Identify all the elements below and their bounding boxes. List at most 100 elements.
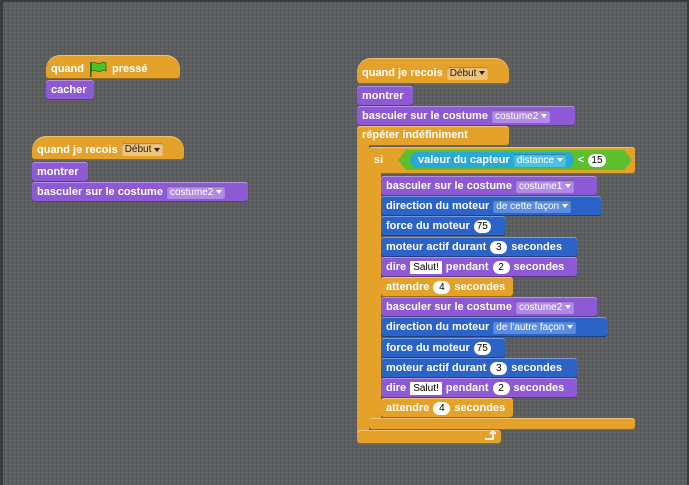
show-block[interactable]: montrer <box>357 86 413 106</box>
block-label: attendre <box>386 402 430 414</box>
hide-block[interactable]: cacher <box>46 80 94 100</box>
costume-value: costume1 <box>518 180 563 192</box>
message-value: Début <box>124 144 152 155</box>
unit-label: secondes <box>454 402 506 414</box>
block-label: dire <box>386 261 407 273</box>
block-label: direction du moteur <box>386 321 490 333</box>
direction-dropdown[interactable]: de cette façon <box>493 199 572 213</box>
block-label: moteur actif durant <box>386 241 487 253</box>
sensor-value-reporter[interactable]: valeur du capteur distance <box>410 152 574 168</box>
block-label: force du moteur <box>386 220 470 232</box>
sensor-value: distance <box>516 154 554 166</box>
unit-label: secondes <box>454 281 506 293</box>
message-dropdown[interactable]: Début <box>446 66 489 80</box>
switch-costume-block[interactable]: basculer sur le costume costume2 <box>357 106 575 126</box>
compare-value-input[interactable]: 15 <box>588 154 605 167</box>
chevron-down-icon <box>479 71 486 75</box>
hide-label: cacher <box>51 84 87 96</box>
when-i-receive-block[interactable]: quand je recois Début <box>357 58 509 84</box>
green-flag-icon <box>88 61 108 77</box>
seconds-value-input[interactable]: 2 <box>492 381 510 395</box>
when-flag-clicked-block[interactable]: quand pressé <box>46 55 180 79</box>
forever-top <box>357 126 509 146</box>
switch-costume-block[interactable]: basculer sur le costume costume2 <box>381 297 597 317</box>
chevron-down-icon <box>541 114 548 118</box>
sensor-label: valeur du capteur <box>418 154 510 166</box>
show-block[interactable]: montrer <box>32 162 88 182</box>
hat-label: quand je recois <box>362 67 443 79</box>
costume-value: costume2 <box>169 186 214 198</box>
message-dropdown[interactable]: Début <box>121 143 164 156</box>
block-label: attendre <box>386 281 430 293</box>
frame-border-right <box>687 0 689 485</box>
costume-dropdown[interactable]: costume2 <box>166 185 226 199</box>
show-label: montrer <box>362 90 404 102</box>
message-text-input[interactable]: Salut! <box>410 260 442 274</box>
seconds-value-input[interactable]: 4 <box>433 280 451 294</box>
chevron-down-icon <box>557 158 563 162</box>
sensor-dropdown[interactable]: distance <box>514 154 566 167</box>
less-than-operator: < <box>577 154 585 166</box>
frame-border-left <box>0 0 3 485</box>
block-label: force du moteur <box>386 342 470 354</box>
for-label: pendant <box>445 382 489 394</box>
unit-label: secondes <box>511 241 562 253</box>
motor-direction-block[interactable]: direction du moteur de cette façon <box>381 196 601 216</box>
forever-arm <box>357 126 369 444</box>
seconds-value-input[interactable]: 3 <box>490 361 508 375</box>
direction-dropdown[interactable]: de l'autre façon <box>493 320 577 334</box>
when-i-receive-block[interactable]: quand je recois Début <box>32 136 184 160</box>
seconds-value-input[interactable]: 2 <box>492 260 510 274</box>
chevron-down-icon <box>565 184 572 188</box>
costume-value: costume2 <box>494 110 539 122</box>
forever-label: répéter indéfiniment <box>362 129 468 141</box>
costume-dropdown[interactable]: costume2 <box>491 109 551 123</box>
power-value-input[interactable]: 75 <box>473 219 491 233</box>
motor-direction-block[interactable]: direction du moteur de l'autre façon <box>381 317 607 337</box>
loop-arrow-icon <box>484 429 497 444</box>
power-value-input[interactable]: 75 <box>473 341 491 355</box>
block-label: basculer sur le costume <box>386 180 512 192</box>
costume-dropdown[interactable]: costume2 <box>515 300 575 314</box>
for-label: pendant <box>445 261 489 273</box>
costume-dropdown[interactable]: costume1 <box>515 179 575 193</box>
switch-costume-block[interactable]: basculer sur le costume costume1 <box>381 176 597 196</box>
less-than-condition[interactable]: valeur du capteur distance < 15 <box>398 150 632 170</box>
frame-border-top <box>0 0 689 2</box>
chevron-down-icon <box>154 147 161 152</box>
chevron-down-icon <box>567 325 574 329</box>
chevron-down-icon <box>562 204 569 208</box>
costume-value: costume2 <box>518 301 563 313</box>
direction-value: de l'autre façon <box>496 321 565 333</box>
message-text-input[interactable]: Salut! <box>410 381 442 395</box>
hat-pressed-label: pressé <box>112 62 148 75</box>
direction-value: de cette façon <box>496 200 560 212</box>
if-arm <box>369 147 381 430</box>
chevron-down-icon <box>216 190 223 194</box>
if-label: si <box>374 154 384 166</box>
block-label: basculer sur le costume <box>386 301 512 313</box>
forever-bottom <box>357 430 501 444</box>
block-label: direction du moteur <box>386 200 490 212</box>
switch-costume-block[interactable]: basculer sur le costume costume2 <box>32 182 248 202</box>
unit-label: secondes <box>513 261 565 273</box>
seconds-value-input[interactable]: 3 <box>490 240 508 254</box>
if-bottom <box>369 418 635 430</box>
block-label: moteur actif durant <box>386 362 487 374</box>
chevron-down-icon <box>565 305 572 309</box>
switch-label: basculer sur le costume <box>362 110 488 122</box>
seconds-value-input[interactable]: 4 <box>433 401 451 415</box>
show-label: montrer <box>37 166 79 178</box>
unit-label: secondes <box>513 382 565 394</box>
hat-label: quand je recois <box>37 143 118 156</box>
message-value: Début <box>449 67 477 79</box>
